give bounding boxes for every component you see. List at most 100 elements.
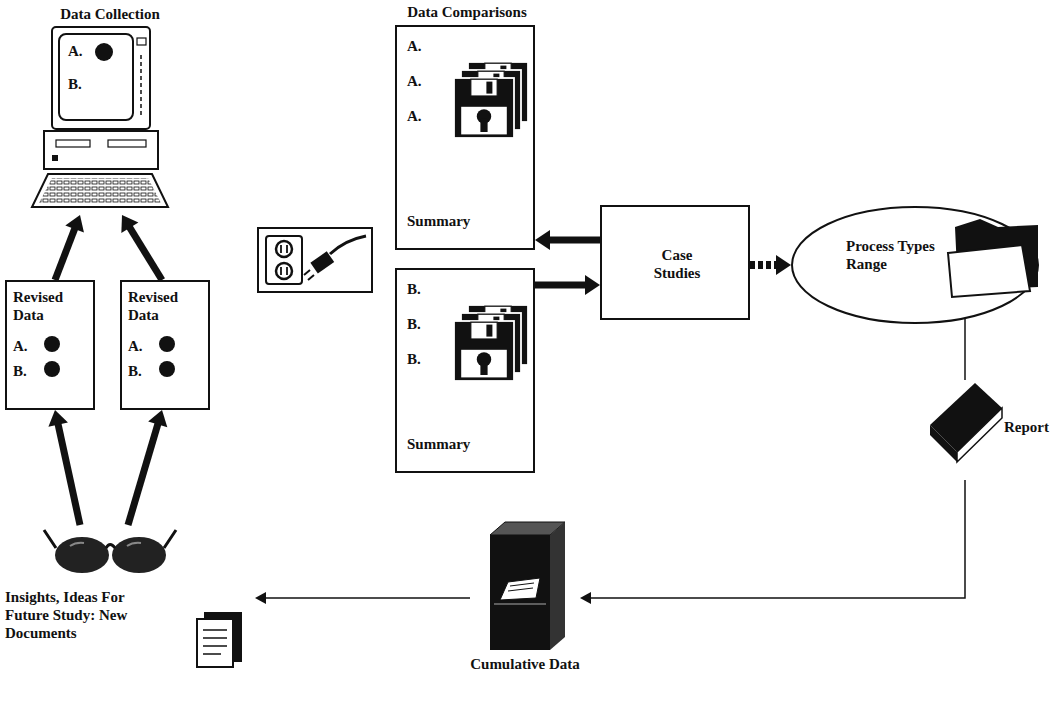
node-text: B. [407,315,421,333]
screen-dot [95,43,113,61]
node-text: B. [13,362,27,380]
arrow-head [776,255,791,275]
flow-arrow [750,255,791,275]
flow-arrow [48,410,80,525]
cabinet-papers [500,578,540,600]
flow-line [964,319,966,380]
process-ellipse: Process Types Range [790,205,1040,325]
monitor-knob [137,38,146,45]
outlet-frame [258,228,372,292]
comparison-box: B. B. B. Summary [395,268,535,473]
flow-line [129,227,162,280]
document-icon [197,612,242,667]
node-text: Revised Data [128,288,200,324]
node-text: B. [407,280,421,298]
drawer-line [494,603,546,605]
paper-lines [508,583,534,591]
node-text: A. [407,37,422,55]
computer-base [44,131,158,169]
drive-slot [56,140,90,147]
flow-line [590,480,965,598]
monitor-screen [59,34,133,120]
node-text: Process Types Range [846,237,938,273]
arrow-head [121,215,138,233]
sunglasses-illustration [44,530,176,573]
plug-cord [330,236,366,254]
arrow-head [48,410,68,427]
floppy-disk-stack [454,62,528,138]
node-text: A. [68,42,83,60]
book-illustration [930,383,1002,462]
node-text: Summary [407,212,470,230]
node-text: Revised Data [13,288,85,324]
power-light [52,155,58,161]
node-text: Insights, Ideas For Future Study: New Do… [5,588,131,642]
node-text: A. [407,107,422,125]
flow-arrow [55,215,84,280]
power-outlet-illustration [258,228,372,292]
node-text: B. [68,75,82,93]
arrow-head [148,410,167,427]
flow-line [549,237,600,244]
cumulative-data-node: Cumulative Data [470,515,580,705]
arrow-head [65,215,84,233]
node-text: Summary [407,435,470,453]
flow-arrow [535,275,600,295]
computer-illustration [32,27,168,207]
ellipse-outline [790,205,1040,325]
node-text: A. [13,337,28,355]
book-pages [957,408,1002,462]
node-text: Case Studies [642,246,712,282]
revised-data-box: Revised DataA. B. [5,280,95,410]
node-text: Cumulative Data [470,655,580,673]
socket [276,263,292,279]
node-text: B. [407,350,421,368]
revised-data-box: Revised DataA. B. [120,280,210,410]
process-box: Case Studies [600,205,750,320]
report-node: Report [920,380,1052,480]
monitor [52,27,150,129]
outlet-plate [266,236,302,284]
floppy-disk-stack [454,305,528,381]
flow-arrow [255,592,470,604]
arrow-head [585,275,600,295]
flow-arrow [965,319,966,380]
flow-arrow [128,410,167,525]
arrow-head [255,592,266,604]
node-text: Data Collection [40,5,180,23]
flow-arrow [535,230,600,250]
cabinet-front [490,535,550,650]
arrow-head [580,592,591,604]
comparison-box: Data ComparisonsA.A.A.Summary [395,25,535,250]
lens-shine [70,543,141,546]
insights-node: Insights, Ideas For Future Study: New Do… [5,525,255,705]
flow-line [55,228,75,280]
node-text: A. [407,72,422,90]
node-text: Report [1004,418,1049,436]
ellipse-shape [792,207,1038,323]
node-text: Data Comparisons [382,3,552,21]
keyboard-keys [39,178,161,203]
keyboard [32,174,168,207]
flow-line [128,423,158,525]
flow-line [750,261,777,269]
node-text: A. [128,337,143,355]
data-dots [44,336,175,377]
folder-sheet [948,245,1030,297]
flow-arrow [580,480,965,604]
flow-line [58,424,80,525]
computer-node: Data CollectionA. B. [40,5,180,215]
drive-slot [108,140,146,147]
socket-slots [281,245,287,275]
flow-arrow [121,215,162,280]
cabinet-side [550,522,565,650]
arrow-head [535,230,550,250]
glasses-bridge [106,545,115,549]
flow-line [265,597,470,599]
plug-prongs [304,270,314,280]
node-text: B. [128,362,142,380]
book-spine [930,425,957,462]
